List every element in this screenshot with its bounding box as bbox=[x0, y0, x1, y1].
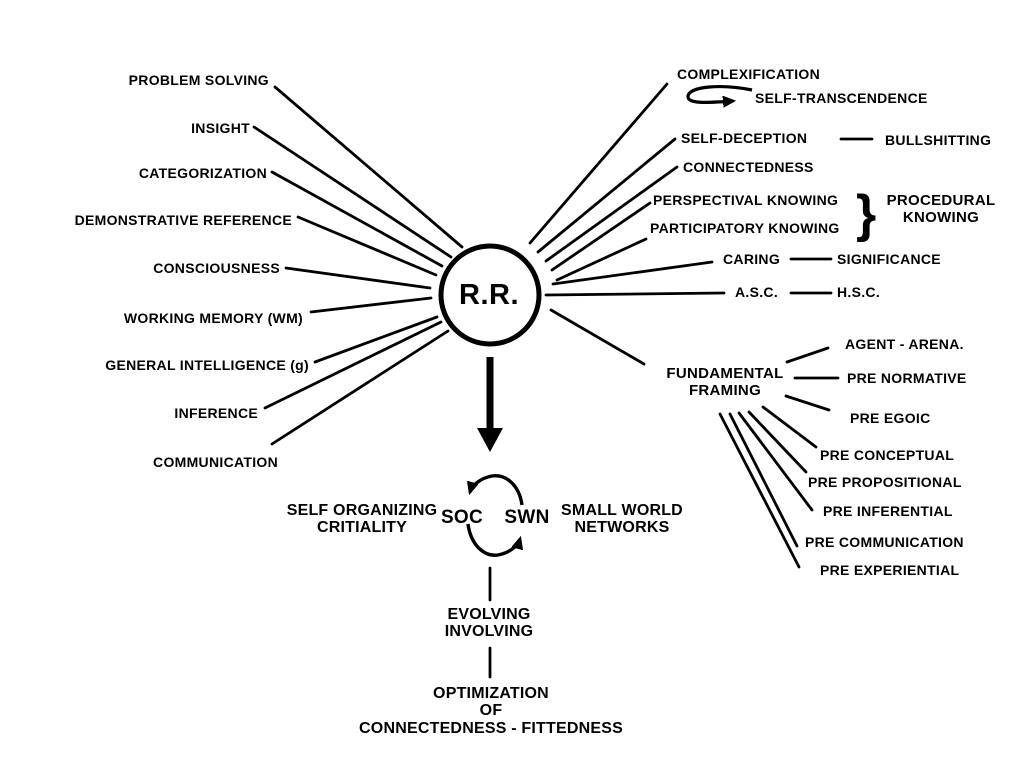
line-connectedness bbox=[544, 165, 679, 263]
self-transcendence-arrow bbox=[686, 85, 753, 103]
line-inference bbox=[263, 320, 443, 410]
main-down-arrow bbox=[477, 357, 503, 452]
line-pre-inferential bbox=[737, 411, 814, 512]
node-inference: INFERENCE bbox=[174, 405, 258, 421]
node-working-memory: WORKING MEMORY (WM) bbox=[123, 310, 303, 326]
node-agent-arena: AGENT - ARENA. bbox=[845, 336, 964, 352]
cycle-arrow-top bbox=[470, 474, 524, 506]
node-swn: SWN bbox=[504, 507, 550, 528]
node-evolving-involving: EVOLVING INVOLVING bbox=[444, 606, 534, 641]
line-perspectival bbox=[550, 201, 652, 272]
node-pre-propositional: PRE PROPOSITIONAL bbox=[808, 474, 962, 490]
knowing-brace: } bbox=[856, 185, 877, 243]
line-categorization bbox=[270, 170, 444, 268]
center-node-circle bbox=[438, 243, 542, 347]
node-soc: SOC bbox=[440, 507, 484, 528]
node-pre-communication: PRE COMMUNICATION bbox=[805, 534, 964, 550]
line-asc bbox=[544, 291, 726, 297]
radial-connectors bbox=[252, 82, 874, 679]
node-bullshitting: BULLSHITTING bbox=[885, 132, 992, 148]
node-participatory-knowing: PARTICIPATORY KNOWING bbox=[650, 220, 840, 236]
node-problem-solving: PROBLEM SOLVING bbox=[128, 72, 269, 88]
node-pre-conceptual: PRE CONCEPTUAL bbox=[820, 447, 955, 463]
line-pre-propositional bbox=[747, 410, 808, 474]
node-categorization: CATEGORIZATION bbox=[138, 165, 267, 181]
line-participatory bbox=[555, 237, 648, 282]
cycle-arrow-bottom bbox=[466, 523, 520, 557]
line-consciousness bbox=[284, 266, 432, 290]
node-small-world-networks: SMALL WORLD NETWORKS bbox=[561, 502, 683, 537]
node-self-transcendence: SELF-TRANSCENDENCE bbox=[755, 90, 928, 106]
line-working-memory bbox=[309, 296, 433, 314]
line-pre-experiential bbox=[718, 412, 801, 569]
node-asc: A.S.C. bbox=[735, 284, 779, 300]
node-general-intelligence: GENERAL INTELLIGENCE (g) bbox=[105, 357, 309, 373]
node-pre-normative: PRE NORMATIVE bbox=[847, 370, 967, 386]
node-perspectival-knowing: PERSPECTIVAL KNOWING bbox=[653, 192, 839, 208]
line-complexification bbox=[528, 82, 669, 245]
line-problem-solving bbox=[273, 85, 464, 249]
line-fundamental-framing bbox=[549, 308, 646, 366]
node-insight: INSIGHT bbox=[191, 120, 250, 136]
center-node-label: R.R. bbox=[459, 279, 519, 312]
node-pre-experiential: PRE EXPERIENTIAL bbox=[820, 562, 960, 578]
node-caring: CARING bbox=[723, 251, 781, 267]
line-pre-conceptual bbox=[761, 405, 818, 449]
node-fundamental-framing: FUNDAMENTAL FRAMING bbox=[666, 365, 784, 400]
node-pre-inferential: PRE INFERENTIAL bbox=[823, 503, 953, 519]
node-procedural-knowing: PROCEDURAL KNOWING bbox=[886, 192, 996, 227]
line-pre-egoic bbox=[784, 394, 831, 412]
node-significance: SIGNIFICANCE bbox=[837, 251, 941, 267]
node-consciousness: CONSCIOUSNESS bbox=[153, 260, 280, 276]
line-general-intelligence bbox=[313, 315, 439, 364]
node-communication: COMMUNICATION bbox=[153, 454, 278, 470]
line-communication bbox=[270, 329, 450, 446]
node-self-deception: SELF-DECEPTION bbox=[681, 130, 808, 146]
node-demonstrative-reference: DEMONSTRATIVE REFERENCE bbox=[74, 212, 292, 228]
node-hsc: H.S.C. bbox=[837, 284, 881, 300]
node-self-organizing-criticality: SELF ORGANIZING CRITIALITY bbox=[286, 502, 438, 537]
node-pre-egoic: PRE EGOIC bbox=[850, 410, 931, 426]
line-insight bbox=[252, 125, 453, 259]
node-optimization: OPTIMIZATION OF CONNECTEDNESS - FITTEDNE… bbox=[359, 685, 623, 737]
node-complexification: COMPLEXIFICATION bbox=[677, 66, 820, 82]
line-self-deception bbox=[536, 137, 677, 254]
line-agent-arena bbox=[785, 346, 830, 364]
line-pre-communication bbox=[728, 412, 799, 548]
line-demonstrative-reference bbox=[296, 215, 438, 277]
node-connectedness: CONNECTEDNESS bbox=[683, 159, 814, 175]
line-caring bbox=[551, 260, 714, 286]
